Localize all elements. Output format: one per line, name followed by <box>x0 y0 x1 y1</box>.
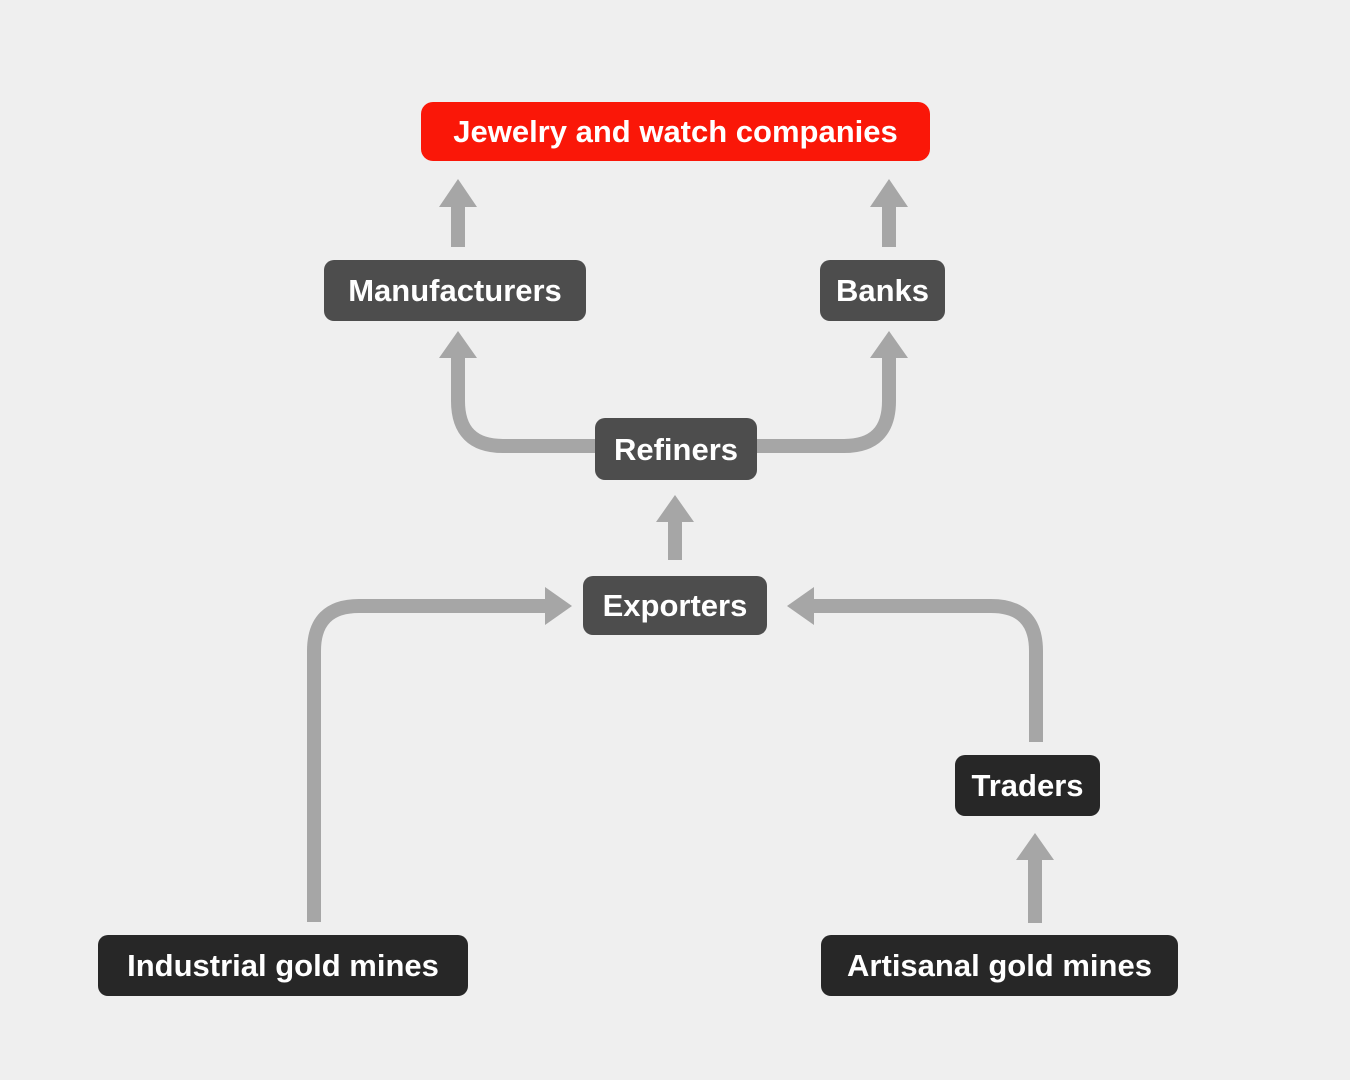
arrow-manufacturers-to-jewelry <box>439 179 477 247</box>
arrow-artisanal-to-traders <box>1016 833 1054 923</box>
node-manufacturers: Manufacturers <box>324 260 586 321</box>
node-artisanal-gold-mines: Artisanal gold mines <box>821 935 1178 996</box>
arrow-banks-to-jewelry <box>870 179 908 247</box>
node-refiners: Refiners <box>595 418 757 480</box>
node-industrial-gold-mines: Industrial gold mines <box>98 935 468 996</box>
node-traders: Traders <box>955 755 1100 816</box>
arrow-refiners-to-banks <box>752 331 908 453</box>
arrow-industrial-to-exporters <box>307 587 572 922</box>
node-exporters: Exporters <box>583 576 767 635</box>
arrow-traders-to-exporters <box>787 587 1043 742</box>
arrow-exporters-to-refiners <box>656 495 694 560</box>
node-jewelry-and-watch-companies: Jewelry and watch companies <box>421 102 930 161</box>
node-banks: Banks <box>820 260 945 321</box>
arrow-refiners-to-manufacturers <box>439 331 600 453</box>
